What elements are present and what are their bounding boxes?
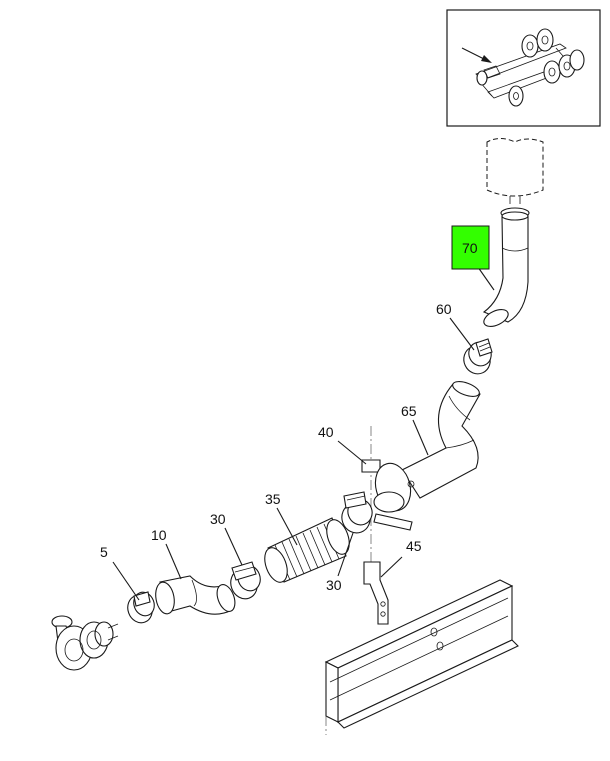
part-45-hanger	[363, 561, 389, 625]
wheel-icon	[476, 28, 585, 107]
part-30-clamp-right	[341, 491, 373, 534]
callout-60: 60	[436, 301, 452, 317]
part-5-clamp	[127, 591, 155, 624]
callout-35: 35	[265, 491, 281, 507]
callout-30-right: 30	[326, 577, 342, 593]
callout-30-left: 30	[210, 511, 226, 527]
callout-65: 65	[401, 403, 417, 419]
callout-10: 10	[151, 527, 167, 543]
part-65-exhaust-pipe	[401, 381, 481, 499]
part-60-clamp	[463, 338, 493, 375]
turbocharger	[51, 615, 119, 671]
locator-inset	[446, 9, 601, 127]
part-70-elbow-pipe	[482, 211, 529, 327]
part-30-clamp-left	[230, 561, 261, 600]
callout-5: 5	[100, 544, 108, 560]
part-35-flex-hose	[264, 517, 350, 583]
muffler-reference	[486, 138, 544, 219]
callout-45: 45	[406, 538, 422, 554]
frame-rail	[324, 579, 519, 735]
leader-lines	[112, 259, 495, 601]
part-10-elbow	[155, 575, 236, 615]
callout-70: 70	[462, 240, 478, 256]
part-40-bracket	[361, 426, 415, 570]
callout-40: 40	[318, 424, 334, 440]
callout-70-highlight-box	[451, 225, 490, 270]
